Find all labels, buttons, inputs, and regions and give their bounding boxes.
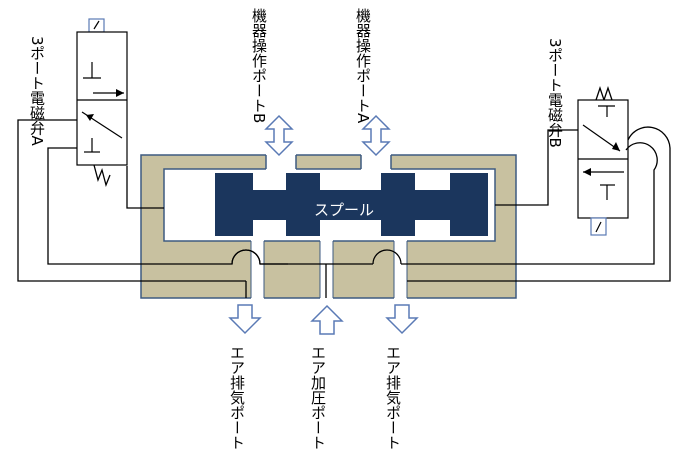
operate-port-b-line1: 機器 [250, 8, 268, 38]
port-arrows [228, 114, 419, 335]
solenoid-valve-a-symbol [76, 18, 128, 188]
spool-shaft [215, 190, 488, 220]
operate-port-a-line2: 操作ポートA [354, 38, 372, 124]
up-arrow-supply-icon [310, 304, 344, 335]
down-arrow-exhaust-left-icon [228, 304, 262, 335]
port-opening-operate-a [361, 154, 391, 170]
spool [215, 173, 488, 236]
solenoid-valve-b-symbol [577, 85, 629, 236]
port-opening-operate-b [266, 154, 296, 170]
exhaust-port-left-line2: 排気ポート [228, 375, 246, 450]
double-arrow-operate-b-icon [264, 114, 294, 157]
port-channel-exhaust-left [251, 240, 264, 299]
exhaust-port-right-label: エア排気ポート [384, 345, 402, 450]
down-arrow-exhaust-right-icon [385, 304, 419, 335]
operate-port-b-label: 機器操作ポートB [250, 8, 268, 124]
exhaust-port-left-line1: エア [228, 345, 246, 375]
solenoid-valve-b-line1: 3ポート [546, 38, 564, 93]
pilot-lines [17, 119, 671, 298]
spool-label: スプール [314, 201, 375, 219]
supply-port-label: エア加圧ポート [309, 345, 327, 450]
solenoid-valve-a-line1: 3ポート [28, 36, 46, 91]
port-channel-exhaust-right [394, 240, 407, 299]
supply-port-line1: エア [309, 345, 327, 375]
solenoid-valve-a-label: 3ポート電磁弁A [28, 36, 46, 146]
solenoid-valve-a-line2: 電磁弁A [28, 90, 46, 146]
double-arrow-operate-a-icon [361, 114, 391, 157]
operate-port-b-line2: 操作ポートB [250, 38, 268, 124]
exhaust-port-right-line1: エア [384, 345, 402, 375]
supply-port-line2: 加圧ポート [309, 375, 327, 450]
exhaust-port-left-label: エア排気ポート [228, 345, 246, 450]
exhaust-port-right-line2: 排気ポート [384, 375, 402, 450]
operate-port-a-label: 機器操作ポートA [354, 8, 372, 124]
operate-port-a-line1: 機器 [354, 8, 372, 38]
solenoid-valve-b-line2: 電磁弁B [546, 92, 564, 148]
solenoid-valve-b-label: 3ポート電磁弁B [546, 38, 564, 148]
